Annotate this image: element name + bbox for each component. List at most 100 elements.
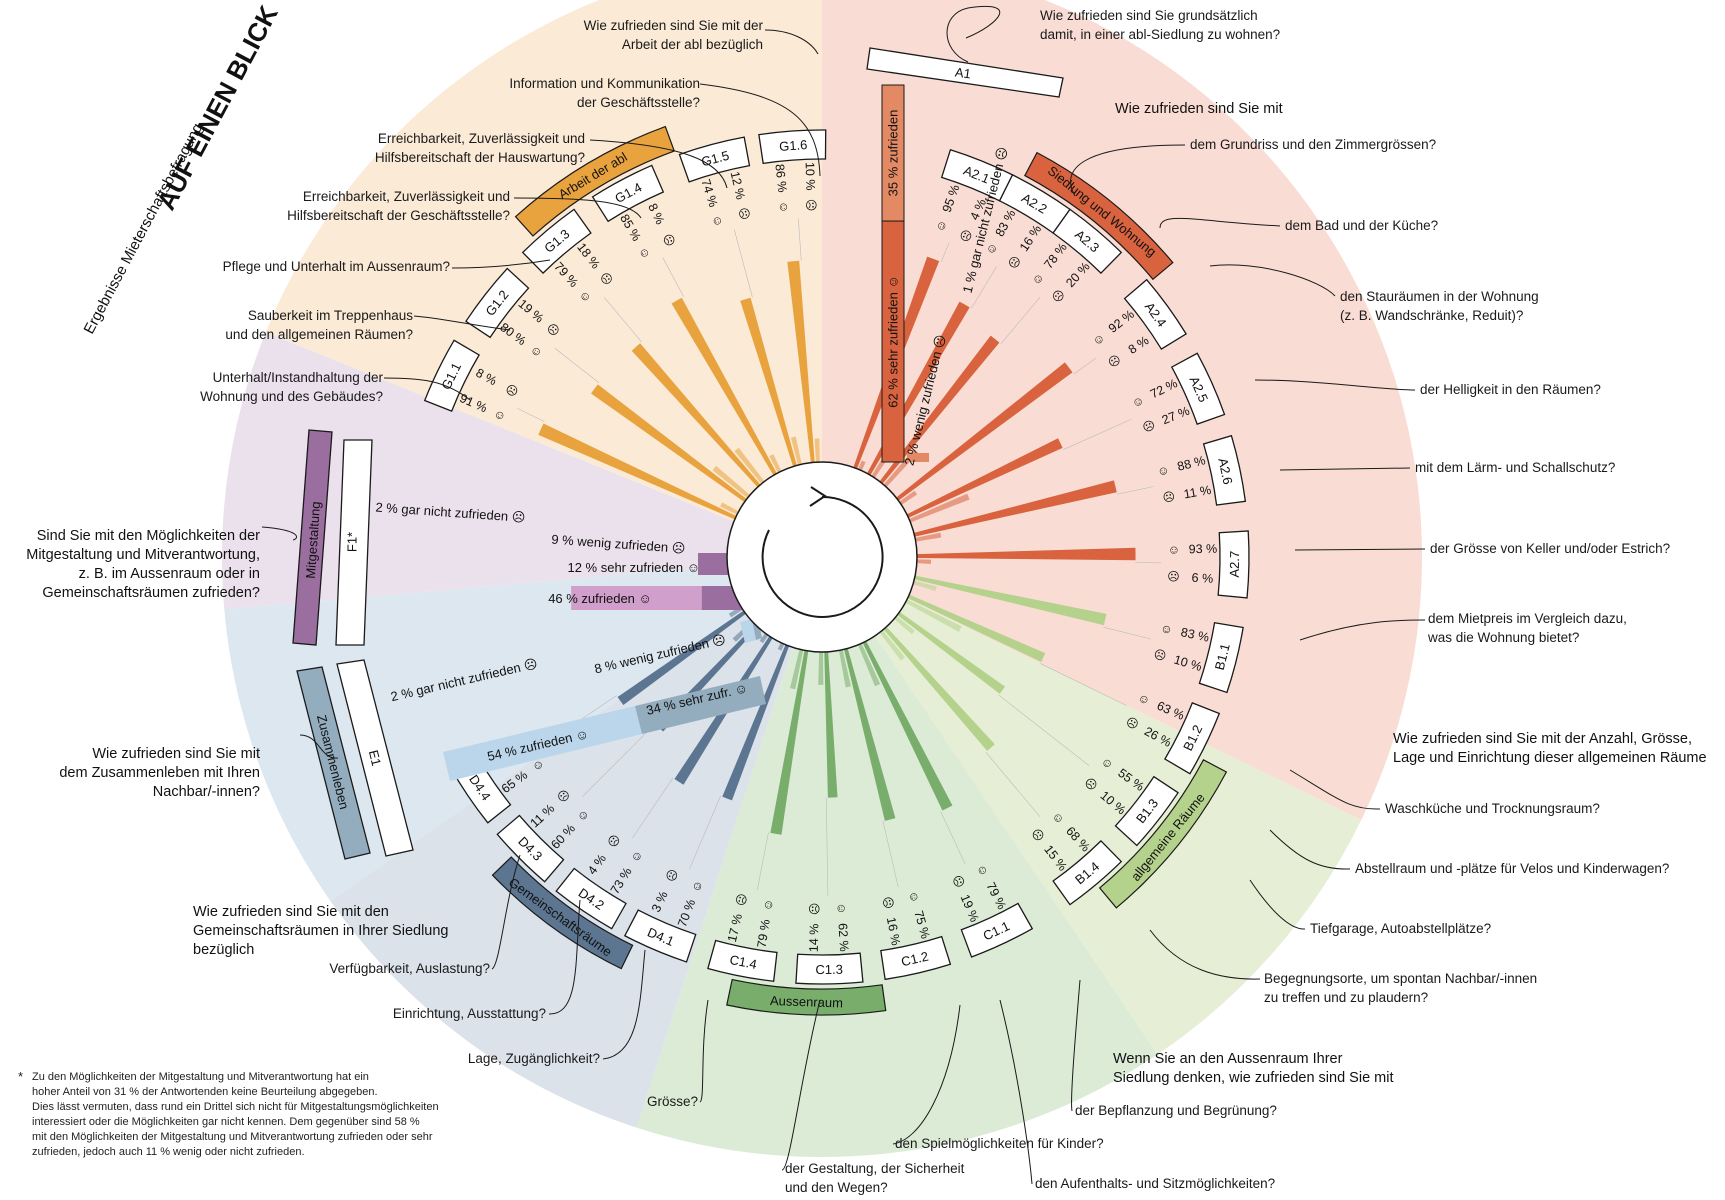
item-code-box [1170, 352, 1226, 425]
question-E1: dem Zusammenleben mit Ihren [59, 765, 260, 781]
question-C1.4: und den Wegen? [785, 1180, 888, 1195]
footnote-line: mit den Möglichkeiten der Mitgestaltung … [32, 1131, 433, 1143]
bar-satisfied [896, 362, 1073, 501]
question-F1: z. B. im Aussenraum oder in [79, 566, 260, 582]
smile-icon: ☺ [709, 213, 726, 229]
A1-code: A1 [954, 64, 972, 81]
question-header-G: Wie zufrieden sind Sie mit der [584, 18, 764, 33]
guide-line [662, 257, 684, 297]
leader-line [699, 999, 709, 1103]
question-B1.1: Waschküche und Trocknungsraum? [1385, 801, 1600, 816]
question-G1.4: Erreichbarkeit, Zuverlässigkeit und [303, 189, 510, 204]
bar-satisfied [538, 423, 737, 520]
item-code: B1.1 [1212, 642, 1233, 672]
item-code-box [1198, 621, 1244, 694]
item-code-box [678, 136, 751, 183]
item-code-box [795, 952, 864, 985]
A1-label-sehr-zufrieden: 62 % sehr zufrieden ☺ [886, 275, 901, 408]
question-F1: Gemeinschaftsräumen zufrieden? [42, 585, 260, 601]
frown-icon: ☹ [804, 199, 818, 212]
bar-E1-sehr-zufrieden [635, 676, 766, 734]
leader-line [764, 29, 819, 55]
bar-A1-wenig [907, 453, 929, 462]
guide-line [940, 242, 950, 263]
leader-line [589, 139, 728, 189]
item-code-box [555, 867, 627, 930]
bar-unsatisfied [858, 460, 866, 471]
center-ring [726, 461, 918, 653]
bar-unsatisfied [814, 438, 820, 463]
A1-label-zufrieden: 35 % zufrieden [886, 110, 901, 197]
bar-satisfied [770, 650, 809, 835]
question-header-B: Wie zufrieden sind Sie mit der Anzahl, G… [1393, 731, 1692, 747]
footnote-mark: * [18, 1069, 23, 1084]
leader-line [261, 526, 297, 541]
frown-icon: ☹ [880, 895, 896, 910]
question-header-C: Wenn Sie an den Aussenraum Ihrer [1113, 1051, 1343, 1067]
E1-code: E1 [366, 748, 384, 767]
question-G1.1: Wohnung und des Gebäudes? [200, 389, 383, 404]
bar-unsatisfied [734, 447, 765, 484]
bar-unsatisfied [894, 616, 915, 635]
smile-icon: ☺ [760, 898, 776, 912]
leader-line [1269, 829, 1351, 870]
footnote-line: interessiert oder die Möglichkeiten gar … [32, 1116, 420, 1128]
frown-icon: ☹ [1167, 569, 1180, 584]
smile-icon: ☺ [1168, 543, 1181, 557]
bar-unsatisfied [790, 436, 802, 466]
frown-icon: ☹ [733, 892, 749, 907]
bar-satisfied [883, 626, 995, 752]
question-C1.2: den Spielmöglichkeiten für Kinder? [895, 1136, 1104, 1151]
bar-satisfied [591, 384, 747, 503]
guide-line [1063, 418, 1132, 450]
item-code-box [960, 902, 1034, 958]
smile-icon: ☺ [1129, 393, 1146, 411]
question-header-D: Wie zufrieden sind Sie mit den [193, 904, 389, 920]
pct-unsatisfied: 16 % [884, 916, 903, 947]
category-ribbon-D [491, 856, 634, 970]
F1-label-sehr-zufrieden: 12 % sehr zufrieden ☺ [567, 560, 700, 575]
direction-arrow-arc [761, 495, 884, 618]
leader-line [413, 315, 511, 331]
item-code: C1.2 [900, 949, 930, 970]
bar-unsatisfied [879, 630, 906, 661]
guide-line [1000, 297, 1041, 345]
guide-line [757, 832, 769, 890]
bar-unsatisfied [759, 633, 769, 644]
bar-E1-wenig [740, 619, 757, 643]
question-A1: Wie zufrieden sind Sie grundsätzlich [1040, 8, 1258, 23]
question-B1.2: Abstellraum und -plätze für Velos und Ki… [1355, 861, 1669, 876]
question-text-layer: Wie zufrieden sind Sie grundsätzlichdami… [26, 6, 1707, 1195]
guide-line [632, 777, 674, 839]
question-A2.3: (z. B. Wandschränke, Reduit)? [1340, 308, 1523, 323]
category-ribbon-B [1098, 759, 1228, 909]
bar-satisfied [787, 260, 815, 463]
leader-line [1289, 769, 1381, 810]
bar-satisfied [907, 594, 1046, 663]
bar-unsatisfied [916, 559, 932, 565]
smile-icon: ☺ [688, 878, 705, 894]
leader-line [383, 377, 471, 401]
leader-line [1209, 264, 1336, 297]
bar-unsatisfied [790, 649, 804, 690]
leader-line [1254, 379, 1416, 391]
guide-line [517, 408, 545, 422]
F1-code-box [335, 439, 373, 646]
question-B1.4: Begegnungsorte, um spontan Nachbar/-inne… [1264, 971, 1537, 986]
guide-line [582, 723, 656, 797]
bar-unsatisfied [769, 454, 782, 473]
question-F1: Sind Sie mit den Möglichkeiten der [37, 528, 260, 544]
question-E1: Nachbar/-innen? [153, 784, 260, 800]
frown-icon: ☹ [736, 206, 752, 221]
question-D4.1: Grösse? [647, 1094, 698, 1109]
leader-line [451, 259, 551, 269]
bar-unsatisfied [838, 649, 851, 688]
pct-unsatisfied: 17 % [725, 912, 745, 943]
item-code-box [707, 939, 778, 982]
leader-line [1159, 217, 1281, 229]
bar-unsatisfied [777, 642, 785, 651]
question-G1.1: Unterhalt/Instandhaltung der [213, 370, 384, 385]
question-header-D: bezüglich [193, 942, 254, 958]
leader-line [946, 6, 1001, 63]
smile-icon: ☺ [933, 218, 950, 234]
